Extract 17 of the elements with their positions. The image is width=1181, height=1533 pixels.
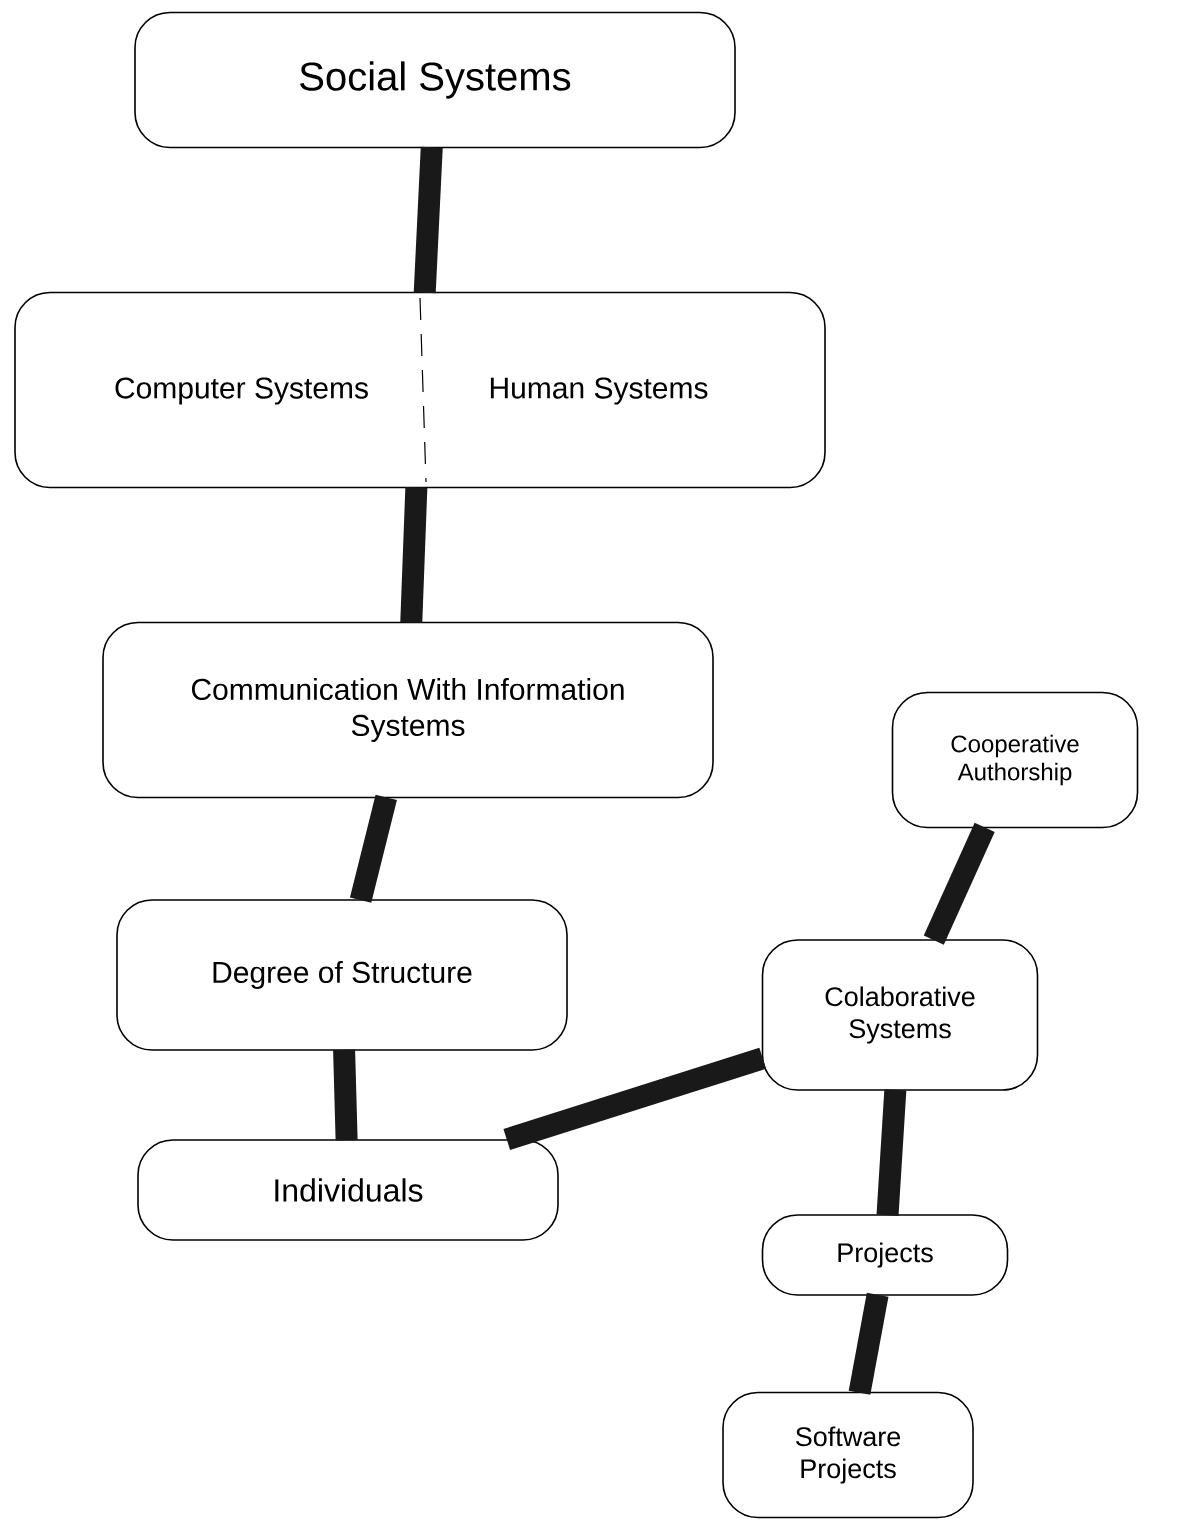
cloud-node: Colaborative Systems bbox=[761, 939, 1039, 1091]
cloud-node: Individuals bbox=[137, 1139, 559, 1241]
connector-bar bbox=[848, 1292, 889, 1395]
connector-bar bbox=[413, 146, 443, 294]
connector-bar bbox=[400, 486, 428, 624]
connector-bar bbox=[333, 1049, 358, 1141]
cloud-node: Cooperative Authorship bbox=[891, 691, 1139, 829]
connector-bar bbox=[503, 1047, 766, 1150]
connector-bar bbox=[876, 1089, 907, 1216]
cloud-node: Computer Systems Human Systems bbox=[14, 291, 826, 489]
cloud-node: Software Projects bbox=[722, 1391, 974, 1519]
connector-bar bbox=[923, 822, 995, 945]
cloud-node: Degree of Structure bbox=[116, 899, 568, 1051]
cloud-node: Social Systems bbox=[134, 11, 736, 149]
cloud-node: Projects bbox=[761, 1214, 1009, 1296]
cloud-node: Communication With Information Systems bbox=[102, 621, 714, 799]
connector-bar bbox=[349, 794, 397, 903]
